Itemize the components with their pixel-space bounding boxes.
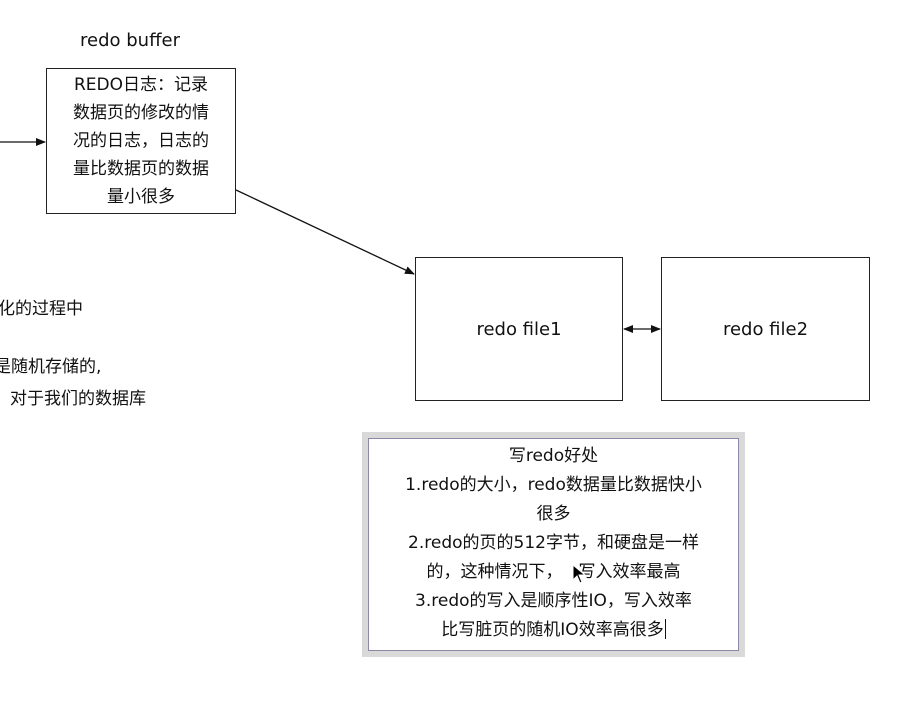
benefits-line: 比写脏页的随机IO效率高很多	[369, 616, 738, 645]
benefits-title: 写redo好处	[508, 446, 599, 466]
redo-log-line: 量小很多	[107, 187, 175, 207]
redo-log-line: 量比数据页的数据	[73, 159, 209, 179]
left-note-line: 对于我们的数据库	[10, 389, 146, 409]
benefits-line: 很多	[536, 504, 571, 524]
text-caret	[664, 619, 666, 639]
left-note-line: 化的过程中	[0, 299, 83, 319]
redo-benefits-content[interactable]: 写redo好处 1.redo的大小，redo数据量比数据快小 很多 2.redo…	[368, 438, 739, 651]
benefits-line-part: 写入效率最高	[578, 562, 681, 582]
arrow-buffer-to-file1	[235, 189, 415, 275]
mouse-pointer-icon	[572, 564, 587, 584]
benefits-line: 的，这种情况下， 写入效率最高	[369, 558, 738, 587]
redo-file2-box: redo file2	[661, 257, 870, 401]
redo-file1-box: redo file1	[415, 257, 623, 401]
benefits-line: 2.redo的页的512字节，和硬盘是一样	[408, 533, 699, 553]
redo-file2-label: redo file2	[722, 318, 809, 340]
redo-log-line: 况的日志，日志的	[73, 131, 209, 151]
redo-file1-label: redo file1	[476, 318, 562, 340]
left-note-line: 是随机存储的,	[0, 357, 102, 377]
redo-log-line: REDO日志：记录	[73, 75, 209, 95]
benefits-line: 3.redo的写入是顺序性IO，写入效率	[415, 591, 692, 611]
benefits-line: 1.redo的大小，redo数据量比数据快小	[405, 475, 702, 495]
redo-log-box: REDO日志：记录 数据页的修改的情 况的日志，日志的 量比数据页的数据 量小很…	[46, 68, 236, 214]
redo-benefits-textbox[interactable]: 写redo好处 1.redo的大小，redo数据量比数据快小 很多 2.redo…	[362, 432, 745, 657]
redo-buffer-title: redo buffer	[80, 30, 180, 51]
benefits-line-part: 比写脏页的随机IO效率高很多	[441, 620, 664, 640]
redo-log-line: 数据页的修改的情	[73, 103, 209, 123]
benefits-line-part: 的，这种情况下，	[426, 562, 563, 582]
